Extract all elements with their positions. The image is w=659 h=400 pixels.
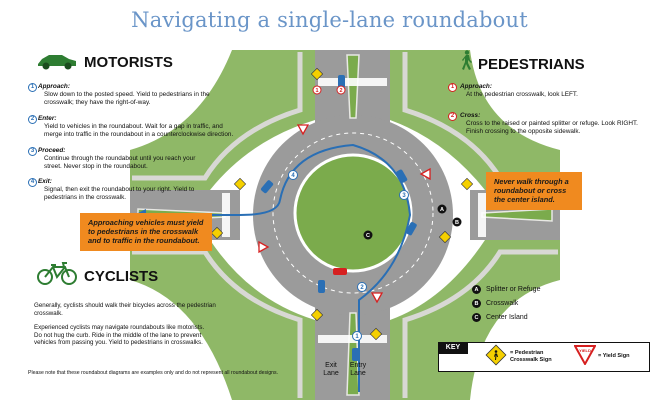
yield-sign-key-icon: YIELD bbox=[574, 345, 596, 365]
legend-item-crosswalk: B Crosswalk bbox=[472, 299, 622, 308]
pedestrian-step-approach: 1 Approach: At the pedestrian crosswalk,… bbox=[448, 83, 648, 99]
motorist-step-proceed: 3 Proceed: Continue through the roundabo… bbox=[28, 147, 198, 171]
pedestrian-step-cross: 2 Cross: Cross to the raised or painted … bbox=[448, 112, 648, 136]
key-yield-sign-text: = Yield Sign bbox=[598, 353, 630, 359]
exit-lane-label: Exit Lane bbox=[323, 362, 339, 377]
step-heading: Exit: bbox=[38, 178, 52, 185]
legend-badge: B bbox=[472, 299, 481, 308]
diagram-abc-markers bbox=[363, 204, 462, 240]
step-heading: Enter: bbox=[38, 115, 57, 122]
route-step-2-label: 2 bbox=[360, 285, 364, 291]
step-body: Yield to vehicles in the roundabout. Wai… bbox=[44, 123, 234, 138]
motorist-step-exit: 4 Exit: Signal, then exit the roundabout… bbox=[28, 178, 203, 202]
step-body: Cross to the raised or painted splitter … bbox=[466, 120, 638, 135]
step-body: Continue through the roundabout until yo… bbox=[44, 155, 196, 170]
step-number: 1 bbox=[448, 83, 457, 92]
pedestrian-step-markers bbox=[312, 85, 346, 95]
step-heading: Approach: bbox=[460, 83, 492, 90]
lane-markings bbox=[272, 132, 434, 294]
step-heading: Proceed: bbox=[38, 147, 66, 154]
step-heading: Approach: bbox=[38, 83, 70, 90]
step-number: 3 bbox=[28, 147, 37, 156]
legend-badge: A bbox=[472, 285, 481, 294]
key-box bbox=[438, 342, 650, 372]
yield-signs bbox=[258, 124, 431, 304]
yield-sign-word: YIELD bbox=[579, 348, 591, 353]
vehicle-route-path bbox=[134, 143, 412, 392]
legend-item-center-island: C Center Island bbox=[472, 313, 622, 322]
bicycle-icon bbox=[37, 262, 77, 285]
cyclists-heading: CYCLISTS bbox=[84, 268, 159, 285]
motorists-section: MOTORISTS 1 Approach: Slow down to the p… bbox=[28, 50, 238, 210]
legend-label: Crosswalk bbox=[486, 300, 519, 307]
pedestrian-icon bbox=[462, 50, 472, 70]
key-pedestrian-sign-text: = Pedestrian Crosswalk Sign bbox=[510, 350, 552, 363]
step-heading: Cross: bbox=[460, 112, 481, 119]
ped-step-1-label: 1 bbox=[315, 88, 318, 94]
cyclists-section: CYCLISTS Generally, cyclists should walk… bbox=[30, 262, 240, 362]
cyclists-paragraph-1: Generally, cyclists should walk their bi… bbox=[34, 302, 216, 317]
key-label: KEY bbox=[438, 342, 468, 354]
legend-label: Center Island bbox=[486, 314, 528, 321]
motorists-heading: MOTORISTS bbox=[84, 54, 173, 71]
step-body: Slow down to the posted speed. Yield to … bbox=[44, 91, 210, 106]
step-body: At the pedestrian crosswalk, look LEFT. bbox=[466, 91, 578, 98]
motorist-step-approach: 1 Approach: Slow down to the posted spee… bbox=[28, 83, 238, 107]
legend-badge: C bbox=[472, 313, 481, 322]
step-number: 2 bbox=[448, 112, 457, 121]
step-number: 1 bbox=[28, 83, 37, 92]
step-number: 2 bbox=[28, 115, 37, 124]
callout-vehicles-yield: Approaching vehicles must yield to pedes… bbox=[80, 213, 212, 251]
motorist-step-enter: 2 Enter: Yield to vehicles in the rounda… bbox=[28, 115, 238, 139]
legend: A Splitter or Refuge B Crosswalk C Cente… bbox=[472, 285, 622, 322]
center-island bbox=[293, 153, 413, 273]
disclaimer-text: Please note that these roundabout diagra… bbox=[28, 370, 279, 376]
pedestrians-heading: PEDESTRIANS bbox=[478, 56, 585, 73]
route-step-markers bbox=[288, 170, 409, 341]
route-step-3-label: 3 bbox=[402, 193, 406, 199]
pedestrian-sign-key-icon bbox=[485, 344, 507, 366]
step-number: 4 bbox=[28, 178, 37, 187]
step-body: Signal, then exit the roundabout to your… bbox=[44, 186, 195, 201]
diagram-marker-a: A bbox=[440, 207, 444, 213]
entry-lane-label: Entry Lane bbox=[349, 362, 367, 377]
diagram-marker-b: B bbox=[455, 220, 459, 226]
page-title: Navigating a single-lane roundabout bbox=[131, 8, 528, 32]
route-step-4-label: 4 bbox=[291, 173, 295, 179]
car-icon bbox=[38, 55, 76, 70]
legend-item-splitter: A Splitter or Refuge bbox=[472, 285, 622, 294]
callout-never-walk: Never walk through a roundabout or cross… bbox=[486, 172, 582, 210]
diagram-marker-c: C bbox=[366, 233, 370, 239]
cars bbox=[261, 75, 417, 361]
cyclists-paragraph-2: Experienced cyclists may navigate rounda… bbox=[34, 324, 205, 347]
pedestrian-crossing-signs bbox=[210, 67, 474, 341]
legend-label: Splitter or Refuge bbox=[486, 286, 541, 293]
pedestrians-section: PEDESTRIANS 1 Approach: At the pedestria… bbox=[448, 50, 648, 150]
route-step-1-label: 1 bbox=[355, 334, 359, 340]
ped-step-2-label: 2 bbox=[339, 88, 342, 94]
